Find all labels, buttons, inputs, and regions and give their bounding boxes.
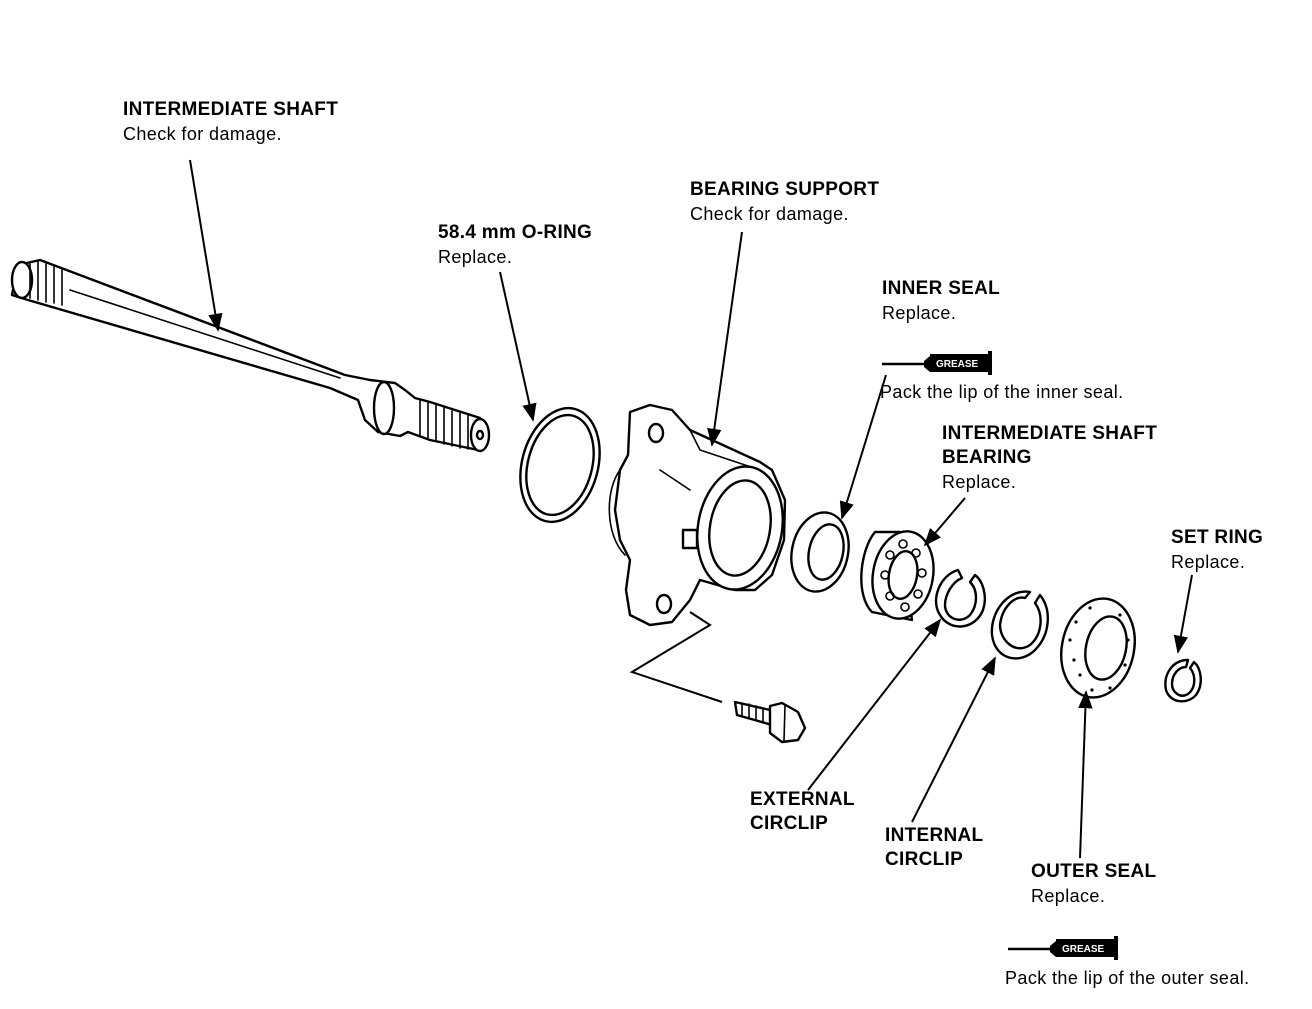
grease-note: Pack the lip of the inner seal. xyxy=(880,382,1124,402)
grease-note: Pack the lip of the outer seal. xyxy=(1005,968,1250,988)
label-intermediate-shaft-bearing: INTERMEDIATE SHAFT BEARING Replace. xyxy=(942,422,1157,494)
leader-lines xyxy=(189,159,1193,859)
grease-tube-label: GREASE xyxy=(1062,944,1105,955)
label-inner-seal-grease-note: Pack the lip of the inner seal. xyxy=(880,380,1124,404)
grease-tube-icon: GREASE xyxy=(882,351,992,375)
label-note: Replace. xyxy=(942,472,1017,492)
inner-seal-part xyxy=(790,511,850,593)
intermediate-shaft-part xyxy=(10,258,491,453)
bearing-support-part xyxy=(608,403,787,627)
label-title: OUTER SEAL xyxy=(1031,861,1157,882)
label-note: Replace. xyxy=(1171,552,1246,572)
label-bearing-support: BEARING SUPPORT Check for damage. xyxy=(690,178,879,226)
label-note: Check for damage. xyxy=(690,204,849,224)
set-ring-part xyxy=(1164,658,1202,703)
grease-tube-label: GREASE xyxy=(936,359,979,370)
intermediate-shaft-bearing-part xyxy=(860,530,935,622)
label-note: Replace. xyxy=(1031,886,1106,906)
outer-seal-part xyxy=(1060,597,1136,699)
label-note: Replace. xyxy=(438,247,513,267)
label-title-line2: CIRCLIP xyxy=(885,849,964,870)
grease-tube-icon: GREASE xyxy=(1008,936,1118,960)
bolt-part xyxy=(733,700,807,744)
label-title-line1: INTERNAL xyxy=(885,825,984,846)
o-ring-part xyxy=(519,406,601,524)
label-title: BEARING SUPPORT xyxy=(690,179,880,200)
label-outer-seal: OUTER SEAL Replace. xyxy=(1031,860,1156,908)
label-set-ring: SET RING Replace. xyxy=(1171,526,1263,574)
label-outer-seal-grease-note: Pack the lip of the outer seal. xyxy=(1005,966,1250,990)
label-note: Replace. xyxy=(882,303,957,323)
internal-circlip-part xyxy=(990,590,1049,660)
label-inner-seal: INNER SEAL Replace. xyxy=(882,277,1000,325)
label-title-line2: BEARING xyxy=(942,447,1032,468)
external-circlip-part xyxy=(934,568,987,628)
label-note: Check for damage. xyxy=(123,124,282,144)
label-intermediate-shaft: INTERMEDIATE SHAFT Check for damage. xyxy=(123,98,338,146)
label-o-ring: 58.4 mm O-RING Replace. xyxy=(438,221,592,269)
label-external-circlip: EXTERNAL CIRCLIP xyxy=(750,788,855,836)
label-title-line1: INTERMEDIATE SHAFT xyxy=(942,423,1158,444)
label-title: SET RING xyxy=(1171,527,1264,548)
label-title: INNER SEAL xyxy=(882,278,1001,299)
label-title: 58.4 mm O-RING xyxy=(438,222,593,243)
label-title: INTERMEDIATE SHAFT xyxy=(123,99,339,120)
label-title-line2: CIRCLIP xyxy=(750,813,829,834)
label-title-line1: EXTERNAL xyxy=(750,789,855,810)
label-internal-circlip: INTERNAL CIRCLIP xyxy=(885,824,983,872)
